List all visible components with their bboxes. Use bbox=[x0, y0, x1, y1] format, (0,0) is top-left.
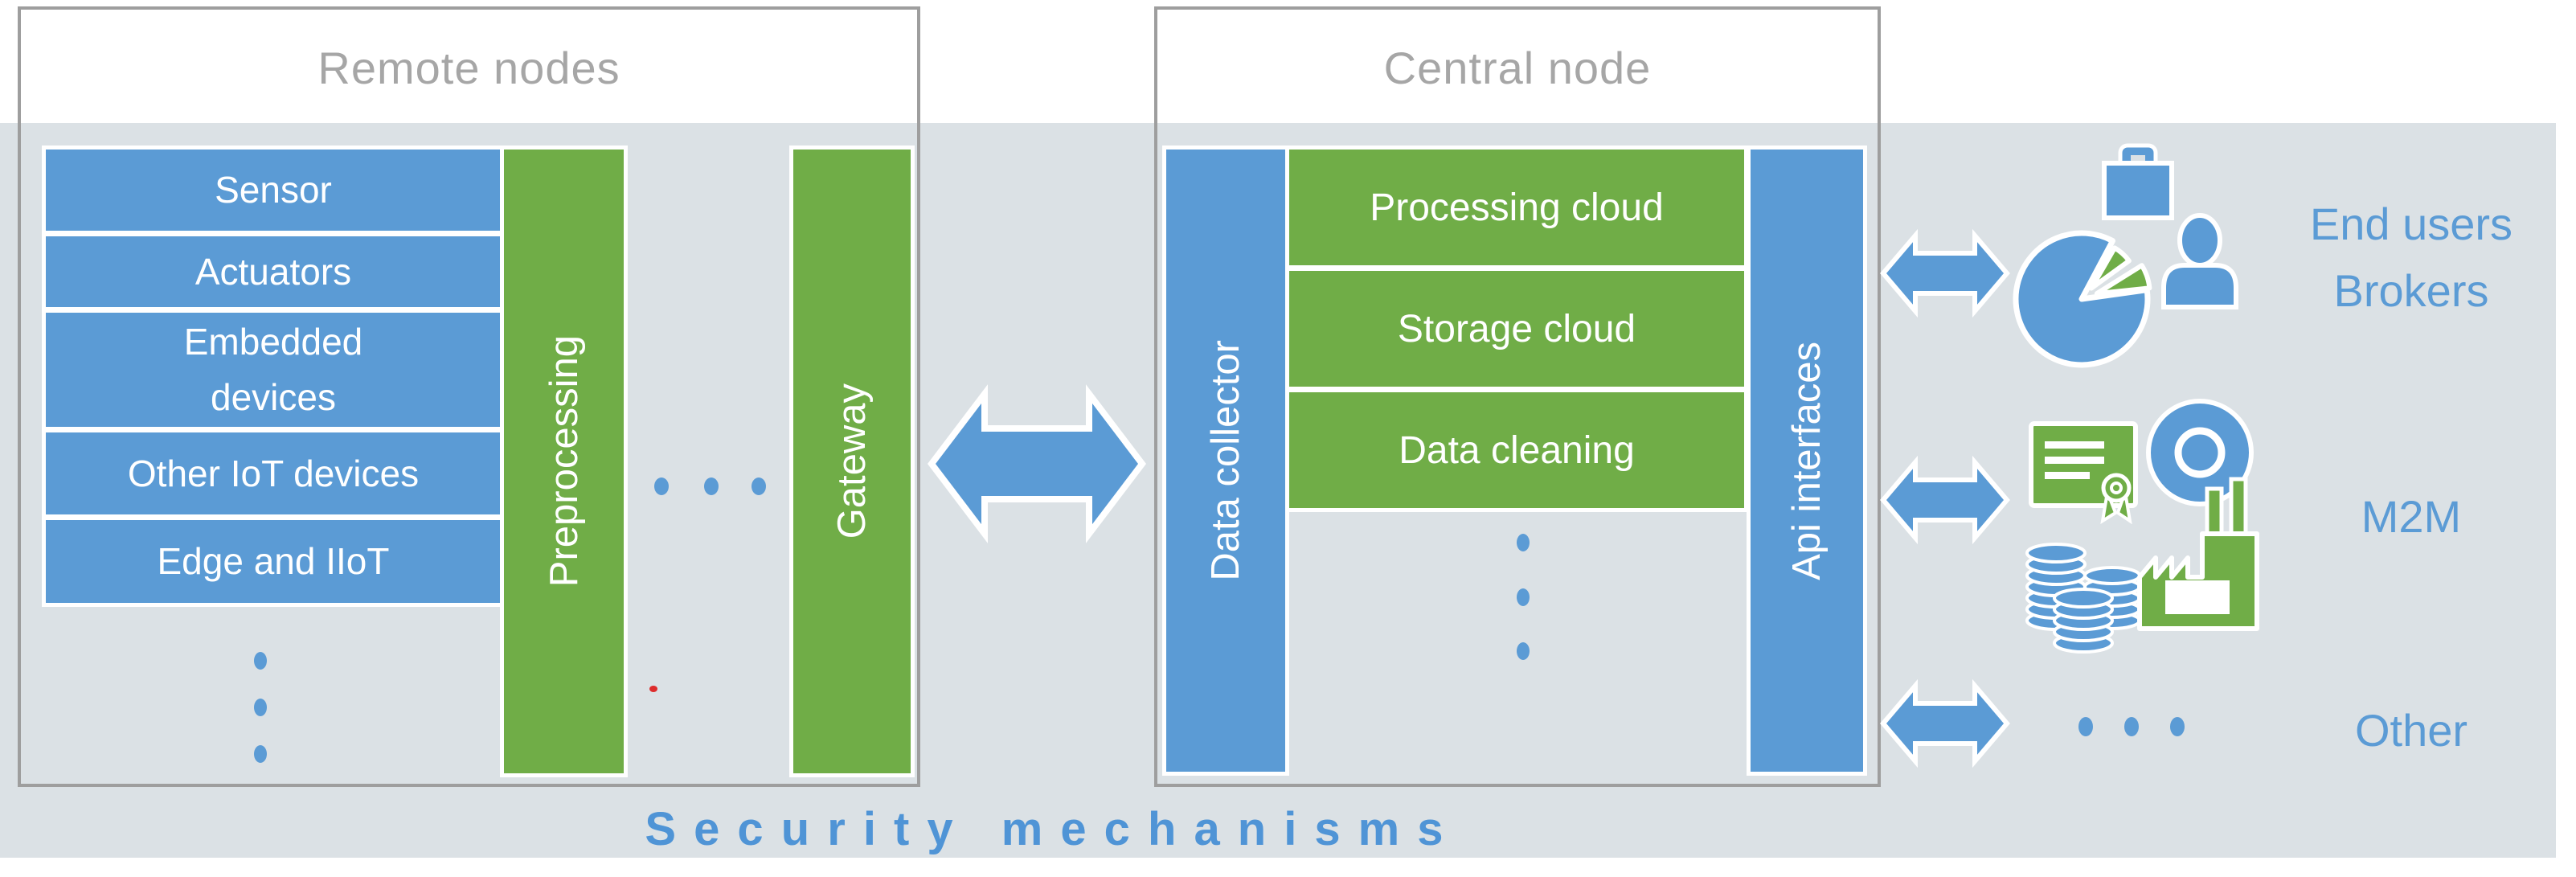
security-mechanisms-label: Security mechanisms bbox=[645, 803, 1461, 855]
factory-icon bbox=[2137, 477, 2259, 631]
device-other-iot: Other IoT devices bbox=[46, 432, 501, 514]
device-embedded: Embedded devices bbox=[46, 313, 501, 427]
gateway-bar: Gateway bbox=[789, 145, 915, 777]
other-ellipsis-dots-icon bbox=[2078, 717, 2185, 736]
device-sensor: Sensor bbox=[46, 150, 501, 231]
device-actuators: Actuators bbox=[46, 236, 501, 307]
briefcase-icon bbox=[2102, 143, 2174, 220]
device-edge-iiot: Edge and IIoT bbox=[46, 520, 501, 603]
data-cleaning-label: Data cleaning bbox=[1399, 428, 1635, 472]
preprocessing-bar: Preprocessing bbox=[500, 145, 628, 777]
coins-icon bbox=[2025, 543, 2141, 654]
storage-cloud-label: Storage cloud bbox=[1397, 307, 1636, 350]
central-node-box: Central node bbox=[1154, 6, 1881, 787]
m2m-double-arrow-icon bbox=[1880, 455, 2010, 545]
end-users-brokers-label: End users Brokers bbox=[2242, 191, 2576, 325]
central-vertical-ellipsis-icon bbox=[1517, 534, 1530, 660]
device-sensor-label: Sensor bbox=[215, 169, 332, 211]
device-stack-ellipsis-icon bbox=[254, 652, 267, 763]
other-label: Other bbox=[2354, 705, 2468, 756]
remote-nodes-title: Remote nodes bbox=[317, 43, 620, 93]
m2m-label: M2M bbox=[2361, 491, 2462, 542]
remote-horizontal-ellipsis-icon bbox=[654, 477, 766, 495]
end-users-label: End users bbox=[2309, 199, 2513, 249]
central-node-title: Central node bbox=[1383, 43, 1652, 93]
stray-red-dot bbox=[649, 686, 657, 692]
device-actuators-label: Actuators bbox=[195, 250, 352, 293]
other-double-arrow-icon bbox=[1880, 678, 2010, 768]
disc-icon bbox=[2146, 399, 2254, 506]
storage-cloud-box: Storage cloud bbox=[1285, 267, 1748, 391]
person-icon bbox=[2161, 213, 2238, 309]
data-cleaning-box: Data cleaning bbox=[1285, 388, 1748, 512]
remote-nodes-box: Remote nodes bbox=[18, 6, 920, 787]
processing-cloud-label: Processing cloud bbox=[1370, 186, 1664, 229]
certificate-icon bbox=[2029, 421, 2138, 525]
api-interfaces-bar: Api interfaces bbox=[1747, 145, 1867, 776]
device-other-iot-label: Other IoT devices bbox=[127, 452, 420, 494]
device-embedded-label: Embedded devices bbox=[183, 321, 363, 418]
remote-central-double-arrow-icon bbox=[927, 384, 1147, 543]
end-users-double-arrow-icon bbox=[1880, 228, 2010, 318]
brokers-label: Brokers bbox=[2333, 264, 2489, 316]
pie-chart-icon bbox=[2013, 230, 2152, 368]
processing-cloud-box: Processing cloud bbox=[1285, 145, 1748, 269]
device-stack: Sensor Actuators Embedded devices Other … bbox=[42, 145, 505, 607]
device-edge-iiot-label: Edge and IIoT bbox=[157, 540, 390, 582]
